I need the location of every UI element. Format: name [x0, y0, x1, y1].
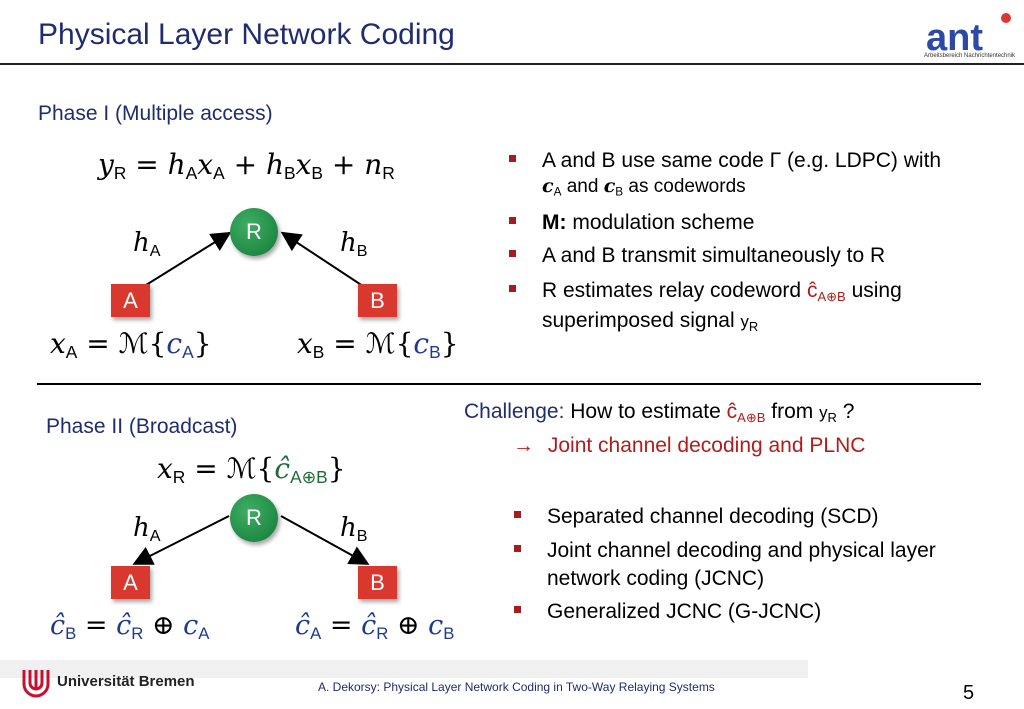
- logo-wordmark: ant: [926, 17, 983, 59]
- node-b-phase1: B: [358, 284, 397, 317]
- relay-node-phase2: R: [230, 494, 278, 542]
- arrow-r-to-b: [280, 515, 370, 565]
- node-a-phase2: A: [111, 566, 150, 599]
- arrow-icon: →: [513, 434, 534, 457]
- footer-bar: [0, 660, 808, 678]
- bullet-marker: [514, 511, 521, 518]
- arrow-r-to-a: [132, 515, 230, 565]
- bullet-marker: [509, 155, 516, 162]
- bullet-marker: [514, 545, 521, 552]
- phase2-left-equation: ĉB = ĉR ⊕ cA: [50, 610, 210, 644]
- phase2-equation: xR = ℳ{ĉA⊕B}: [157, 452, 346, 488]
- bullet-marker: [514, 606, 521, 613]
- university-seal-icon: [20, 666, 52, 703]
- challenge-line: Challenge: How to estimate ĉA⊕B from yR …: [464, 400, 855, 425]
- university-name: Universität Bremen: [57, 673, 195, 690]
- slide-title: Physical Layer Network Coding: [38, 18, 455, 51]
- bullet-marker: [509, 217, 516, 224]
- edge-label-ha-phase1: hA: [133, 228, 161, 260]
- phase1-right-equation: xB = ℳ{cB}: [297, 327, 459, 363]
- bullet-marker: [509, 285, 516, 292]
- arrow-b-to-r: [280, 231, 373, 293]
- footer-citation: A. Dekorsy: Physical Layer Network Codin…: [318, 680, 715, 694]
- phase1-left-equation: xA = ℳ{cA}: [50, 327, 212, 363]
- ant-logo: ant Arbeitsbereich Nachrichtentechnik: [924, 10, 1016, 60]
- node-a-phase1: A: [111, 284, 150, 317]
- node-b-phase2: B: [358, 566, 397, 599]
- phase1-label: Phase I (Multiple access): [38, 102, 273, 125]
- page-number: 5: [963, 682, 975, 704]
- phase2-right-equation: ĉA = ĉR ⊕ cB: [295, 610, 455, 644]
- challenge-answer: → Joint channel decoding and PLNC: [513, 434, 866, 457]
- edge-label-hb-phase1: hB: [340, 228, 368, 260]
- phase2-label: Phase II (Broadcast): [46, 415, 238, 438]
- logo-subtitle: Arbeitsbereich Nachrichtentechnik: [924, 53, 1016, 59]
- phase1-equation: yR = hAxA + hBxB + nR: [98, 148, 395, 184]
- bullet-codewords-line: cA and cB as codewords: [542, 175, 746, 199]
- section-divider: [37, 383, 981, 385]
- bullet-marker: [509, 250, 516, 257]
- edge-label-ha-phase2: hA: [133, 513, 161, 545]
- edge-label-hb-phase2: hB: [340, 513, 368, 545]
- relay-node-phase1: R: [230, 208, 278, 256]
- title-divider: [0, 63, 1024, 65]
- logo-dot: [1001, 13, 1011, 23]
